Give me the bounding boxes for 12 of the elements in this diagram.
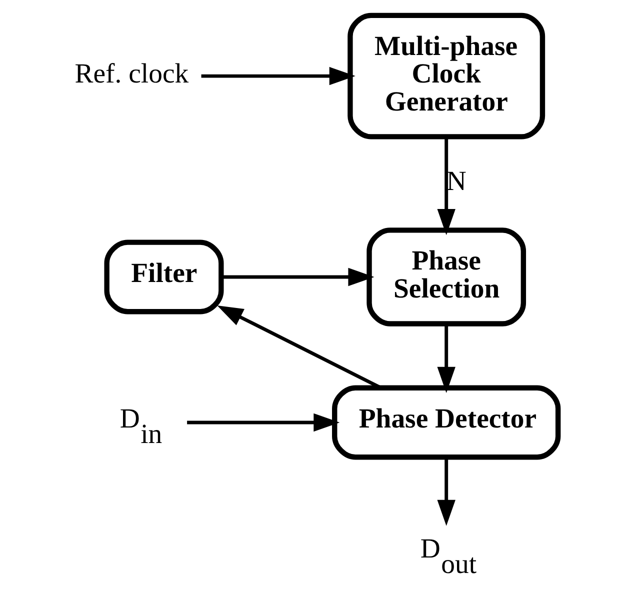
arrow — [201, 66, 356, 86]
arrow — [437, 137, 456, 236]
arrow — [221, 268, 374, 286]
edge-label: N — [446, 165, 466, 196]
arrow — [437, 324, 456, 393]
node-box: Filter — [104, 240, 224, 314]
arrow — [437, 457, 456, 526]
node-box: Phase Selection — [366, 228, 526, 326]
arrow — [187, 413, 340, 432]
node-text: Ref. clock — [74, 58, 189, 89]
node-box: Multi-phase Clock Generator — [348, 12, 546, 140]
node-box: Phase Detector — [332, 385, 561, 460]
